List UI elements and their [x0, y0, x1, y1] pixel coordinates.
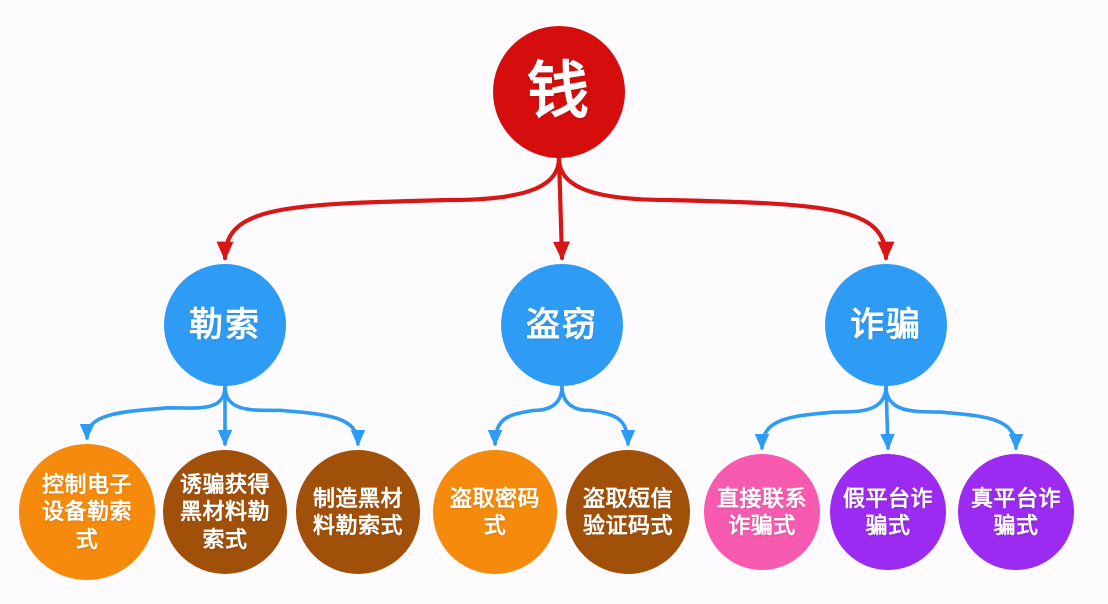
connector-root-to-theft	[553, 155, 571, 261]
leaf-node-fake-platform-fraud[interactable]: 假平台诈 骗式	[830, 454, 946, 570]
leaf-node-control-device-extortion-label: 控制电子 设备勒索 式	[41, 471, 132, 552]
connector-extortion-to-control-device-extortion	[79, 384, 227, 441]
leaf-node-direct-contact-fraud[interactable]: 直接联系 诈骗式	[704, 454, 820, 570]
branch-node-fraud-label: 诈骗	[850, 305, 922, 344]
branch-node-theft-label: 盗窃	[526, 305, 598, 344]
leaf-node-steal-sms-code-label: 盗取短信 验证码式	[582, 485, 673, 539]
connector-fraud-to-real-platform-fraud	[884, 384, 1024, 451]
root-node-money[interactable]: 钱	[493, 26, 625, 158]
branch-node-extortion-label: 勒索	[189, 305, 261, 344]
connector-fraud-to-direct-contact-fraud	[754, 384, 888, 451]
branch-node-extortion[interactable]: 勒索	[164, 264, 286, 386]
leaf-node-lure-black-material-extortion[interactable]: 诱骗获得 黑材料勒 索式	[163, 450, 287, 574]
leaf-node-real-platform-fraud-label: 真平台诈 骗式	[970, 485, 1061, 539]
leaf-node-direct-contact-fraud-label: 直接联系 诈骗式	[716, 485, 807, 539]
leaf-node-steal-password-label: 盗取密码 式	[449, 485, 540, 539]
leaf-node-fake-platform-fraud-label: 假平台诈 骗式	[842, 485, 933, 539]
connector-root-to-fraud	[556, 155, 895, 261]
leaf-node-fabricate-black-material-extortion-label: 制造黑材 料勒索式	[312, 485, 403, 539]
connector-root-to-extortion	[216, 155, 562, 261]
connector-fraud-to-fake-platform-fraud	[880, 384, 895, 451]
leaf-node-fabricate-black-material-extortion[interactable]: 制造黑材 料勒索式	[296, 450, 420, 574]
leaf-node-lure-black-material-extortion-label: 诱骗获得 黑材料勒 索式	[179, 471, 270, 552]
branch-node-theft[interactable]: 盗窃	[501, 264, 623, 386]
connector-theft-to-steal-sms-code	[560, 384, 636, 447]
connector-extortion-to-fabricate-black-material-extortion	[223, 384, 366, 447]
leaf-node-real-platform-fraud[interactable]: 真平台诈 骗式	[958, 454, 1074, 570]
connector-theft-to-steal-password	[487, 384, 564, 447]
leaf-node-control-device-extortion[interactable]: 控制电子 设备勒索 式	[19, 444, 155, 580]
branch-node-fraud[interactable]: 诈骗	[825, 264, 947, 386]
root-node-money-label: 钱	[526, 57, 591, 127]
leaf-node-steal-password[interactable]: 盗取密码 式	[433, 450, 557, 574]
leaf-node-steal-sms-code[interactable]: 盗取短信 验证码式	[566, 450, 690, 574]
